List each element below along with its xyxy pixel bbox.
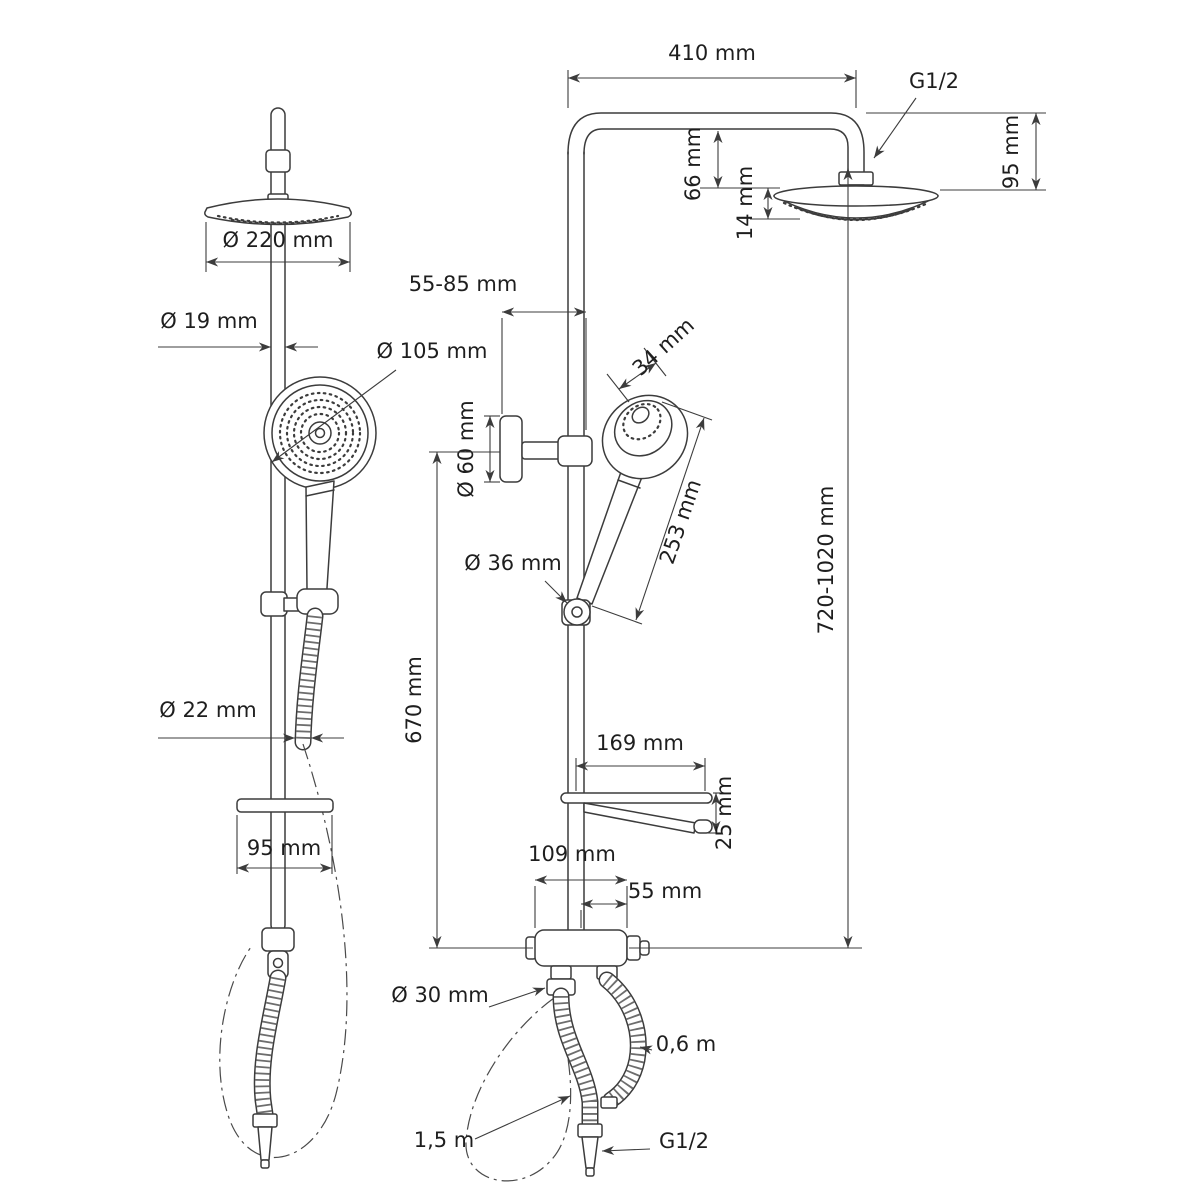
dim-handshower-length: 253 mm: [655, 476, 706, 567]
long-hose-front: [561, 996, 603, 1177]
shelf-side: [236, 798, 334, 813]
dim-connector-diameter: Ø 30 mm: [391, 983, 489, 1007]
dim-head-gap: 66 mm: [681, 127, 705, 201]
dim-mixer-width: 109 mm: [528, 842, 616, 866]
label-short-hose-length: 0,6 m: [656, 1032, 717, 1056]
dim-bracket-diameter: Ø 60 mm: [454, 400, 478, 498]
slider-holder-side: [260, 588, 339, 617]
dim-lower-section-height: 670 mm: [402, 656, 426, 744]
dim-side-shelf-width: 95 mm: [247, 836, 321, 860]
hose-loop-dashed-front: [465, 997, 572, 1182]
diverter-front: [525, 929, 650, 996]
overhead-shower-side: [204, 193, 352, 226]
label-long-hose-length: 1,5 m: [414, 1128, 475, 1152]
dim-shelf-depth: 25 mm: [712, 776, 736, 850]
holder-ball-joint: [563, 598, 591, 626]
dim-head-thickness: 14 mm: [733, 166, 757, 240]
dim-handshower-diameter: Ø 105 mm: [377, 339, 488, 363]
front-view: [465, 112, 939, 1182]
dimension-annotations: 410 mm G1/2 95 mm 66 mm 14 mm Ø 220 mm Ø…: [158, 41, 1046, 1156]
shower-hose-lower-side: [252, 978, 278, 1169]
shower-hose-upper-side: [303, 616, 315, 742]
dim-holder-diameter: Ø 36 mm: [464, 551, 562, 575]
riser-pipe-side: [265, 107, 291, 933]
wall-bracket-front: [499, 415, 593, 483]
shelf-front: [560, 792, 713, 834]
dim-column-height: 720-1020 mm: [814, 486, 838, 635]
hose-loop-dashed-side: [219, 743, 348, 1158]
dim-overhead-diameter: Ø 220 mm: [223, 228, 334, 252]
label-top-thread: G1/2: [909, 69, 959, 93]
dim-handshower-width: 34 mm: [628, 313, 699, 381]
dim-wall-offset: 55-85 mm: [409, 272, 518, 296]
riser-and-arm-front: [567, 112, 865, 933]
dim-hose-diameter: Ø 22 mm: [159, 698, 257, 722]
overhead-shower-front: [773, 185, 939, 222]
dim-top-width: 410 mm: [668, 41, 756, 65]
short-hose-front: [601, 980, 638, 1109]
dim-arm-drop: 95 mm: [999, 115, 1023, 189]
dim-outlet-offset: 55 mm: [628, 879, 702, 903]
dim-shelf-length: 169 mm: [596, 731, 684, 755]
label-bottom-thread: G1/2: [659, 1129, 709, 1153]
dim-pipe-diameter: Ø 19 mm: [160, 309, 258, 333]
